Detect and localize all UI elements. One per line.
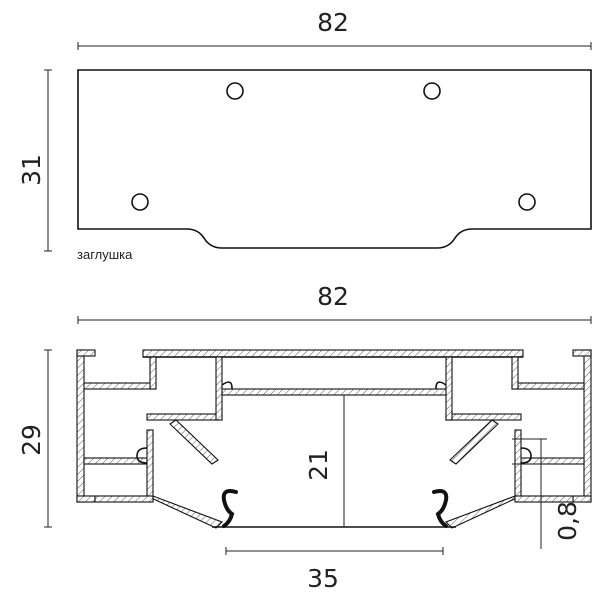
mounting-hole-bottom-left xyxy=(131,193,149,211)
top-width-dim-label: 82 xyxy=(317,8,349,37)
profile-right-diagonal-wall xyxy=(445,495,522,529)
profile-right-inner-wall-lower xyxy=(514,429,522,501)
profile-right-outer-wall xyxy=(583,349,592,503)
profile-left-diagonal-wall xyxy=(146,495,223,529)
profile-right-diffuser-arm xyxy=(449,419,499,465)
end-cap-caption: заглушка xyxy=(77,247,133,262)
profile-right-inner-wall-upper xyxy=(511,356,519,390)
profile-left-top-lip xyxy=(76,349,96,357)
profile-right-step xyxy=(445,413,522,421)
profile-right-chamber-wall xyxy=(445,356,453,421)
profile-right-diffuser-holder xyxy=(432,489,449,528)
profile-left-diffuser-holder xyxy=(221,489,238,528)
profile-right-top-lip xyxy=(572,349,592,357)
mounting-hole-top-left xyxy=(226,82,244,100)
profile-top-plate xyxy=(142,349,524,358)
profile-left-outer-wall xyxy=(76,349,85,503)
profile-right-rib-upper xyxy=(511,382,585,390)
profile-right-bottom-lip xyxy=(572,495,592,503)
profile-left-diffuser-arm xyxy=(169,419,219,465)
profile-width-dim-label: 82 xyxy=(317,282,349,311)
profile-section-view: 82 29 xyxy=(17,282,592,593)
profile-left-chamber-wall xyxy=(215,356,223,421)
profile-left-clip-lower xyxy=(136,447,148,464)
wall-thickness-dim-label: 0,8 xyxy=(553,501,582,541)
profile-left-inner-wall-upper xyxy=(149,356,157,390)
end-cap-view: 82 31 заглушка xyxy=(17,8,592,262)
profile-left-base-lip xyxy=(94,495,154,503)
mounting-hole-bottom-right xyxy=(518,193,536,211)
profile-chamber-ceiling xyxy=(221,388,447,396)
profile-right-clip-lower xyxy=(520,447,532,464)
end-cap-outline xyxy=(77,69,592,249)
inner-height-dim-label: 21 xyxy=(304,449,333,481)
profile-right-base-lip xyxy=(514,495,574,503)
top-height-dim-label: 31 xyxy=(17,154,46,186)
opening-dim-label: 35 xyxy=(307,564,339,593)
profile-height-dim-label: 29 xyxy=(17,424,46,456)
profile-left-step xyxy=(146,413,223,421)
mounting-hole-top-right xyxy=(423,82,441,100)
profile-left-bottom-lip xyxy=(76,495,96,503)
profile-left-inner-wall-lower xyxy=(146,429,154,501)
profile-left-rib-upper xyxy=(83,382,157,390)
